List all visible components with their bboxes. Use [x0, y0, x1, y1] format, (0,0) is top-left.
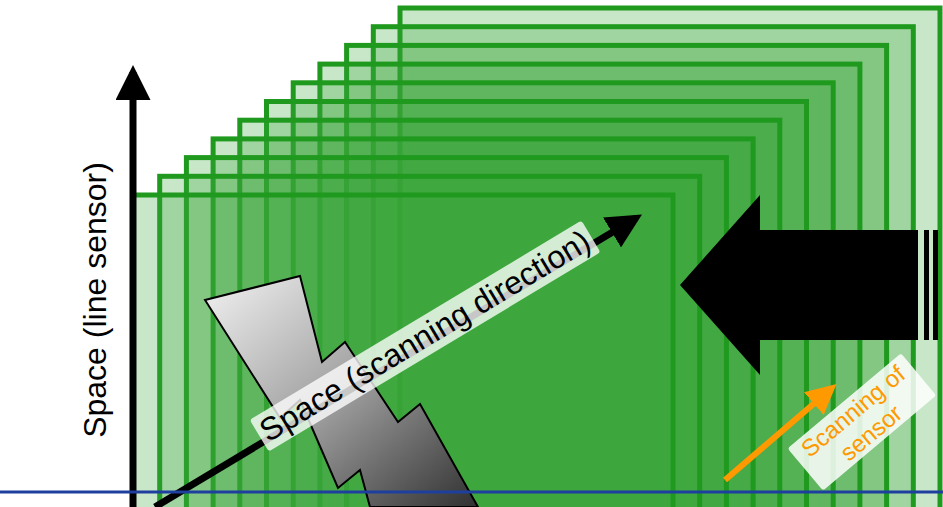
scanning-axis-arrow — [155, 218, 636, 507]
axis-label: Space (line sensor) — [77, 158, 114, 442]
light-arrow — [680, 195, 918, 375]
image-frames — [133, 8, 940, 507]
light-arrow-stripe — [924, 230, 929, 340]
light-arrow-stripe — [933, 230, 938, 340]
vertical-axis-arrow — [130, 72, 137, 507]
image-frame — [133, 195, 673, 507]
slide-rule — [0, 491, 943, 494]
